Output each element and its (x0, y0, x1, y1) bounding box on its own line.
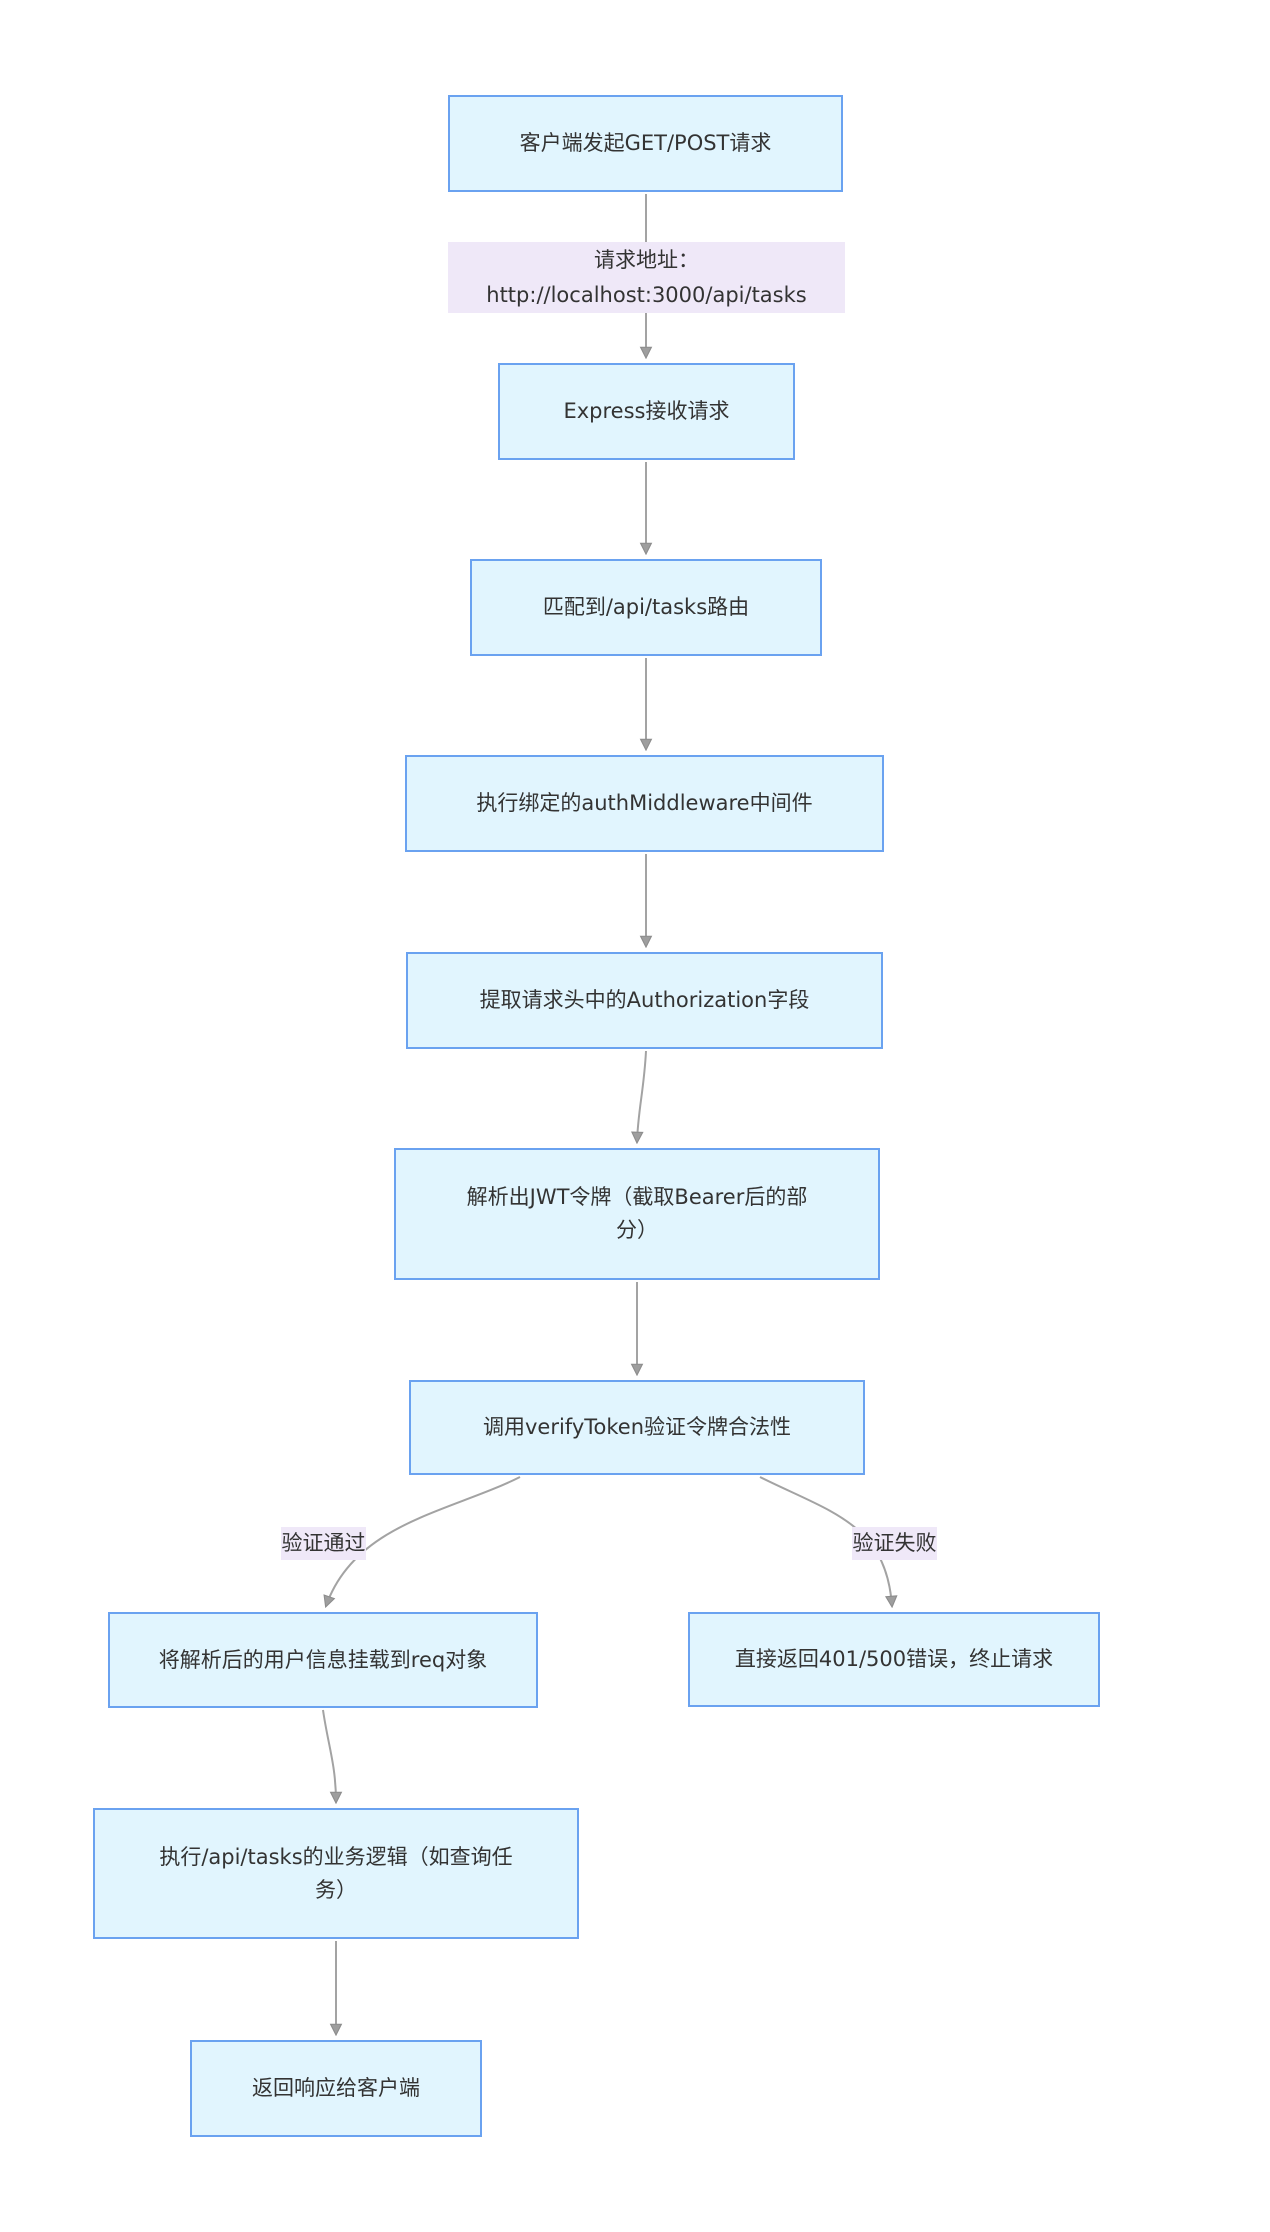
edge-header-parsejwt (637, 1050, 647, 1142)
flow-node-route: 匹配到/api/tasks路由 (470, 559, 822, 656)
flow-node-middleware: 执行绑定的authMiddleware中间件 (405, 755, 884, 852)
flow-node-client: 客户端发起GET/POST请求 (448, 95, 843, 192)
edge-label-request-url-line2: http://localhost:3000/api/tasks (486, 282, 807, 307)
flow-node-parse-jwt: 解析出JWT令牌（截取Bearer后的部分） (394, 1148, 880, 1280)
flow-node-auth-header: 提取请求头中的Authorization字段 (406, 952, 883, 1049)
flow-node-attach-user: 将解析后的用户信息挂载到req对象 (108, 1612, 538, 1708)
edge-verify-attachuser (326, 1476, 521, 1606)
edge-attachuser-business (322, 1709, 336, 1802)
flow-node-express: Express接收请求 (498, 363, 795, 460)
flow-node-verify: 调用verifyToken验证令牌合法性 (409, 1380, 865, 1475)
flow-node-error: 直接返回401/500错误，终止请求 (688, 1612, 1100, 1707)
edge-label-request-url-line1: 请求地址： (594, 247, 699, 272)
edge-label-request-url: 请求地址： http://localhost:3000/api/tasks (448, 242, 845, 313)
edge-label-verify-fail: 验证失败 (852, 1527, 937, 1560)
edge-verify-error (759, 1476, 892, 1606)
flow-node-respond: 返回响应给客户端 (190, 2040, 482, 2137)
edge-label-verify-pass: 验证通过 (281, 1527, 366, 1560)
flow-node-business: 执行/api/tasks的业务逻辑（如查询任务） (93, 1808, 579, 1939)
